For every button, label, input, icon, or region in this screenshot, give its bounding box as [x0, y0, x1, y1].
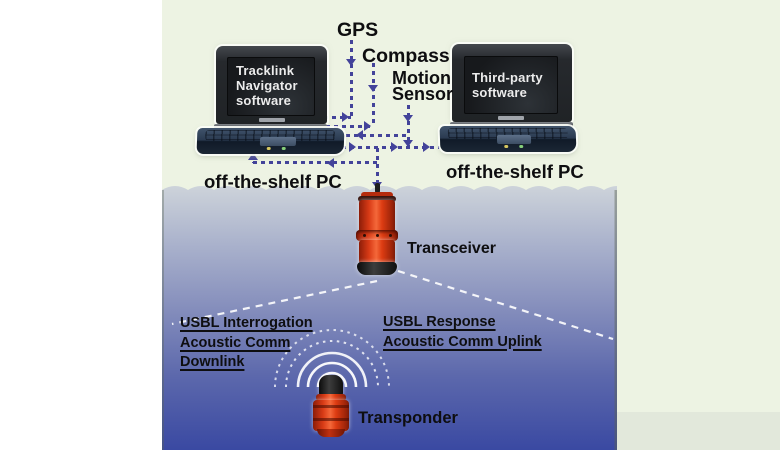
compass-arrow-down: [368, 85, 378, 92]
transceiver-antenna: [375, 183, 380, 193]
flange-bolt: [376, 234, 379, 237]
laptop-left-lid: Tracklink Navigator software: [216, 46, 327, 124]
laptop-left-screen-line: Tracklink: [236, 63, 295, 78]
laptop-left-screen-line: software: [236, 93, 292, 108]
laptop-left-brand-strip: [259, 118, 285, 122]
downlink-label-line: Acoustic Comm: [180, 334, 291, 351]
slide-panel-bottom-band: [617, 412, 780, 450]
downlink-label: USBL Interrogation Acoustic Comm Downlin…: [180, 314, 313, 373]
gps-to-pc-line: [324, 116, 351, 119]
downlink-beam-line: [171, 279, 378, 326]
transponder-collar: [316, 394, 346, 401]
transponder-cap: [319, 375, 343, 396]
transceiver-body-lower: [359, 240, 395, 264]
gps-junction-arrow: [342, 112, 349, 122]
gps-line: [350, 40, 353, 117]
flange-bolt: [389, 234, 392, 237]
motion-to-pc-arrow: [356, 130, 363, 140]
laptop-right-brand-strip: [498, 116, 524, 120]
motion-sensor-label-line: Sensor: [392, 84, 454, 104]
laptop-left-base: [196, 128, 345, 154]
motion-arrow-down-2: [403, 140, 413, 147]
laptop-right-base: [439, 126, 577, 152]
laptop-left-touchpad: [259, 137, 297, 146]
transceiver-top-ring: [358, 196, 396, 202]
transceiver-to-pc-arrow-up: [248, 153, 258, 160]
flange-bolt: [363, 234, 366, 237]
transponder-bottom: [317, 429, 345, 437]
laptop-left-screen: Tracklink Navigator software: [227, 57, 315, 116]
uplink-beam-line: [397, 269, 614, 341]
pc-link-arrow-1: [349, 142, 356, 152]
laptop-right-touchpad: [496, 135, 532, 144]
transponder-label: Transponder: [358, 409, 458, 427]
laptop-right-caption: off-the-shelf PC: [446, 161, 584, 182]
compass-line: [372, 63, 375, 127]
transponder-flange-band: [313, 418, 349, 421]
downlink-label-line: USBL Interrogation: [180, 315, 313, 331]
transceiver-top-cap: [361, 192, 393, 198]
transponder: [311, 374, 351, 438]
gps-label: GPS: [337, 19, 379, 41]
laptop-right-screen-line: Third-party: [472, 70, 543, 85]
laptop-right-screen-line: software: [472, 85, 528, 100]
uplink-label-line: Acoustic Comm Uplink: [383, 333, 542, 350]
motion-sensor-label: Motion Sensor: [392, 68, 454, 104]
transceiver-drop-line: [376, 148, 379, 188]
laptop-right-led: [519, 145, 524, 148]
pc-link-arrow-2: [391, 142, 398, 152]
transceiver-label: Transceiver: [407, 240, 496, 257]
compass-to-pc-line: [318, 125, 372, 128]
motion-sensor-label-line: Motion: [392, 68, 451, 88]
gps-arrow-down: [346, 59, 356, 66]
laptop-left-caption: off-the-shelf PC: [204, 171, 342, 192]
compass-junction-arrow: [364, 121, 371, 131]
laptop-right-led: [504, 145, 509, 148]
water-right-edge: [614, 190, 617, 450]
laptop-right-screen: Third-party software: [464, 56, 558, 114]
water: [162, 186, 617, 450]
laptop-right: Third-party software: [438, 38, 578, 156]
water-left-edge: [162, 190, 164, 450]
transceiver-flange: [356, 230, 398, 241]
laptop-left-led: [266, 147, 271, 150]
laptop-left-screen-line: Navigator: [236, 78, 298, 93]
uplink-label-line: USBL Response: [383, 314, 496, 330]
transceiver-body-upper: [359, 200, 395, 233]
motion-sensor-line: [407, 105, 410, 148]
motion-arrow-down-1: [403, 115, 413, 122]
transceiver-bottom-cap: [357, 262, 397, 275]
pc-to-pc-line: [318, 146, 440, 149]
transponder-flange-band: [313, 405, 349, 408]
laptop-right-lid: Third-party software: [452, 44, 572, 122]
transceiver-to-pc-arrow-left: [327, 158, 334, 168]
water-surface: [162, 186, 617, 450]
compass-label: Compass: [362, 45, 450, 67]
downlink-label-line: Downlink: [180, 354, 245, 370]
pc-link-arrow-3: [423, 142, 430, 152]
transceiver: [356, 182, 398, 278]
laptop-right-hinge: [450, 122, 573, 127]
laptop-left: Tracklink Navigator software: [195, 40, 347, 158]
uplink-label: USBL Response Acoustic Comm Uplink: [383, 313, 542, 352]
laptop-left-hinge: [214, 124, 327, 129]
laptop-left-led: [281, 147, 286, 150]
transceiver-to-pc-line: [253, 161, 377, 164]
transponder-body: [313, 400, 349, 431]
